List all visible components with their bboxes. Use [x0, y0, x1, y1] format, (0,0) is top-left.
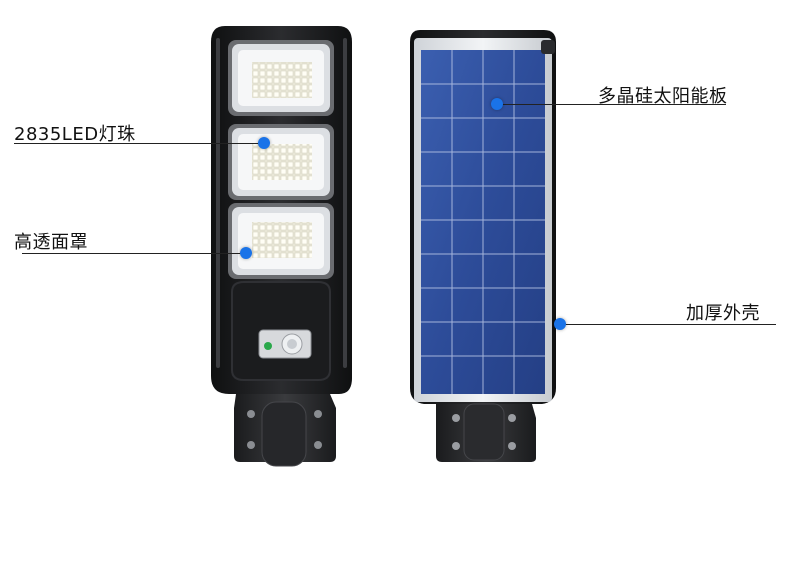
led-module-middle — [228, 124, 334, 200]
callout-led-dot — [258, 137, 270, 149]
bolt-icon — [247, 410, 255, 418]
bolt-icon — [452, 442, 460, 450]
bolt-icon — [314, 441, 322, 449]
bolt-icon — [452, 414, 460, 422]
bolt-icon — [314, 410, 322, 418]
callout-shell-label: 加厚外壳 — [686, 303, 760, 324]
callout-cover-line — [22, 253, 246, 254]
left-ridge — [216, 38, 220, 368]
callout-led-line — [14, 143, 264, 144]
callout-shell-dot — [554, 318, 566, 330]
power-indicator-icon — [264, 342, 272, 350]
led-module-bottom — [228, 203, 334, 279]
led-module-top — [228, 40, 334, 116]
callout-shell-line — [560, 324, 776, 325]
bolt-icon — [508, 414, 516, 422]
callout-cover-dot — [240, 247, 252, 259]
callout-solar-line — [497, 104, 726, 105]
callout-solar-label: 多晶硅太阳能板 — [598, 86, 728, 107]
front-lamp — [211, 26, 352, 467]
callout-led-label: 2835LED灯珠 — [14, 124, 136, 145]
back-lamp — [410, 30, 556, 462]
pole-clamp — [261, 401, 307, 467]
bolt-icon — [247, 441, 255, 449]
right-ridge — [343, 38, 347, 368]
solar-cell-grid — [421, 50, 545, 394]
bolt-icon — [508, 442, 516, 450]
callout-cover-label: 高透面罩 — [14, 232, 88, 253]
callout-solar-dot — [491, 98, 503, 110]
